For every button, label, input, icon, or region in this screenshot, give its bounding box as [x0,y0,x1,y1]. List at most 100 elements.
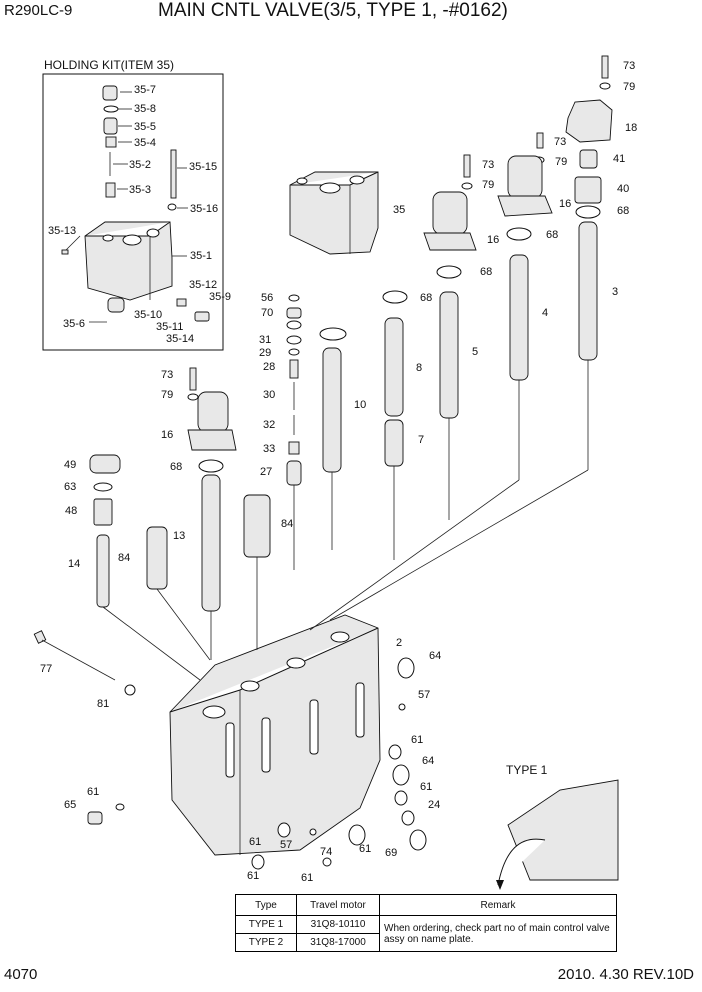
part-callout: 16 [559,198,571,210]
travel-motor-table: Type Travel motor Remark TYPE 1 31Q8-101… [235,894,617,952]
part-callout: 35-7 [134,84,156,96]
holding-block-35 [289,171,379,255]
part-callout: 63 [64,481,76,493]
table-header-row: Type Travel motor Remark [235,894,617,916]
part-callout: 68 [546,229,558,241]
part-callout: 84 [118,552,130,564]
col-header-remark: Remark [379,894,617,916]
part-callout: 73 [623,60,635,72]
holding-kit-frame [42,73,224,351]
col-header-motor: Travel motor [296,894,380,916]
part-callout: 49 [64,459,76,471]
part-callout: 65 [64,799,76,811]
part-callout: 64 [429,650,441,662]
page-title: MAIN CNTL VALVE(3/5, TYPE 1, -#0162) [158,0,508,21]
part-callout: 24 [428,799,440,811]
part-callout: 79 [555,156,567,168]
part-callout: 35-11 [156,321,183,333]
part-callout: 81 [97,698,109,710]
part-callout: 31 [259,334,271,346]
remark-cell: When ordering, check part no of main con… [379,915,617,952]
left-side-parts [89,367,271,608]
part-callout: 35-14 [166,333,194,345]
part-callout: 35-13 [48,225,76,237]
part-callout: 40 [617,183,629,195]
part-callout: 35-3 [129,184,151,196]
part-callout: 35-4 [134,137,156,149]
col-header-type: Type [235,894,297,916]
page-number: 4070 [4,966,38,983]
part-callout: 74 [320,846,332,858]
model-code: R290LC-9 [4,2,73,19]
part-callout: 68 [480,266,492,278]
body-o-rings [251,657,427,870]
part-callout: 35-1 [190,250,212,262]
part-callout: 57 [418,689,430,701]
part-callout: 35-6 [63,318,85,330]
part-callout: 61 [249,836,261,848]
part-callout: 30 [263,389,275,401]
part-callout: 61 [359,843,371,855]
part-callout: 35-9 [209,291,231,303]
part-callout: 32 [263,419,275,431]
part-callout: 27 [260,466,272,478]
part-callout: 68 [420,292,432,304]
part-callout: 69 [385,847,397,859]
part-callout: 35-10 [134,309,162,321]
holding-kit-label: HOLDING KIT(ITEM 35) [44,58,175,72]
part-callout: 35-12 [189,279,217,291]
part-callout: 33 [263,443,275,455]
part-callout: 35-8 [134,103,156,115]
part-callout: 61 [87,786,99,798]
type1-inset-figure [496,779,619,890]
part-callout: 79 [623,81,635,93]
part-callout: 18 [625,122,637,134]
motor-cell: 31Q8-10110 [296,915,380,934]
part-callout: 73 [554,136,566,148]
part-callout: 68 [617,205,629,217]
table-row: TYPE 2 31Q8-17000 [235,933,617,952]
part-callout: 35-2 [129,159,151,171]
type1-inset-label: TYPE 1 [506,763,548,777]
spools [201,221,598,612]
part-callout: 35-16 [190,203,218,215]
part-callout: 35 [393,204,405,216]
part-callout: 14 [68,558,80,570]
type-cell: TYPE 2 [235,933,297,952]
type-cell: TYPE 1 [235,915,297,934]
part-callout: 61 [420,781,432,793]
part-callout: 35-5 [134,121,156,133]
holding-kit-parts [61,85,210,323]
part-callout: 84 [281,518,293,530]
part-callout: 35-15 [189,161,217,173]
part-callout: 3 [612,286,618,298]
main-valve-body [33,614,381,856]
part-callout: 10 [354,399,366,411]
part-callout: 7 [418,434,424,446]
part-callout: 48 [65,505,77,517]
part-callout: 8 [416,362,422,374]
part-callout: 70 [261,307,273,319]
part-callout: 4 [542,307,548,319]
part-callout: 16 [161,429,173,441]
part-callout: 61 [301,872,313,884]
part-callout: 29 [259,347,271,359]
motor-cell: 31Q8-17000 [296,933,380,952]
part-callout: 61 [247,870,259,882]
small-parts-column [286,294,302,486]
table-row: TYPE 1 31Q8-10110 When ordering, check p… [235,915,617,952]
part-callout: 5 [472,346,478,358]
part-callout: 2 [396,637,402,649]
part-callout: 73 [482,159,494,171]
leader-lines [102,360,589,681]
part-callout: 16 [487,234,499,246]
part-callout: 77 [40,663,52,675]
part-callout: 64 [422,755,434,767]
part-callout: 68 [170,461,182,473]
part-callout: 79 [161,389,173,401]
part-callout: 79 [482,179,494,191]
upper-right-parts [319,55,613,341]
part-callout: 41 [613,153,625,165]
